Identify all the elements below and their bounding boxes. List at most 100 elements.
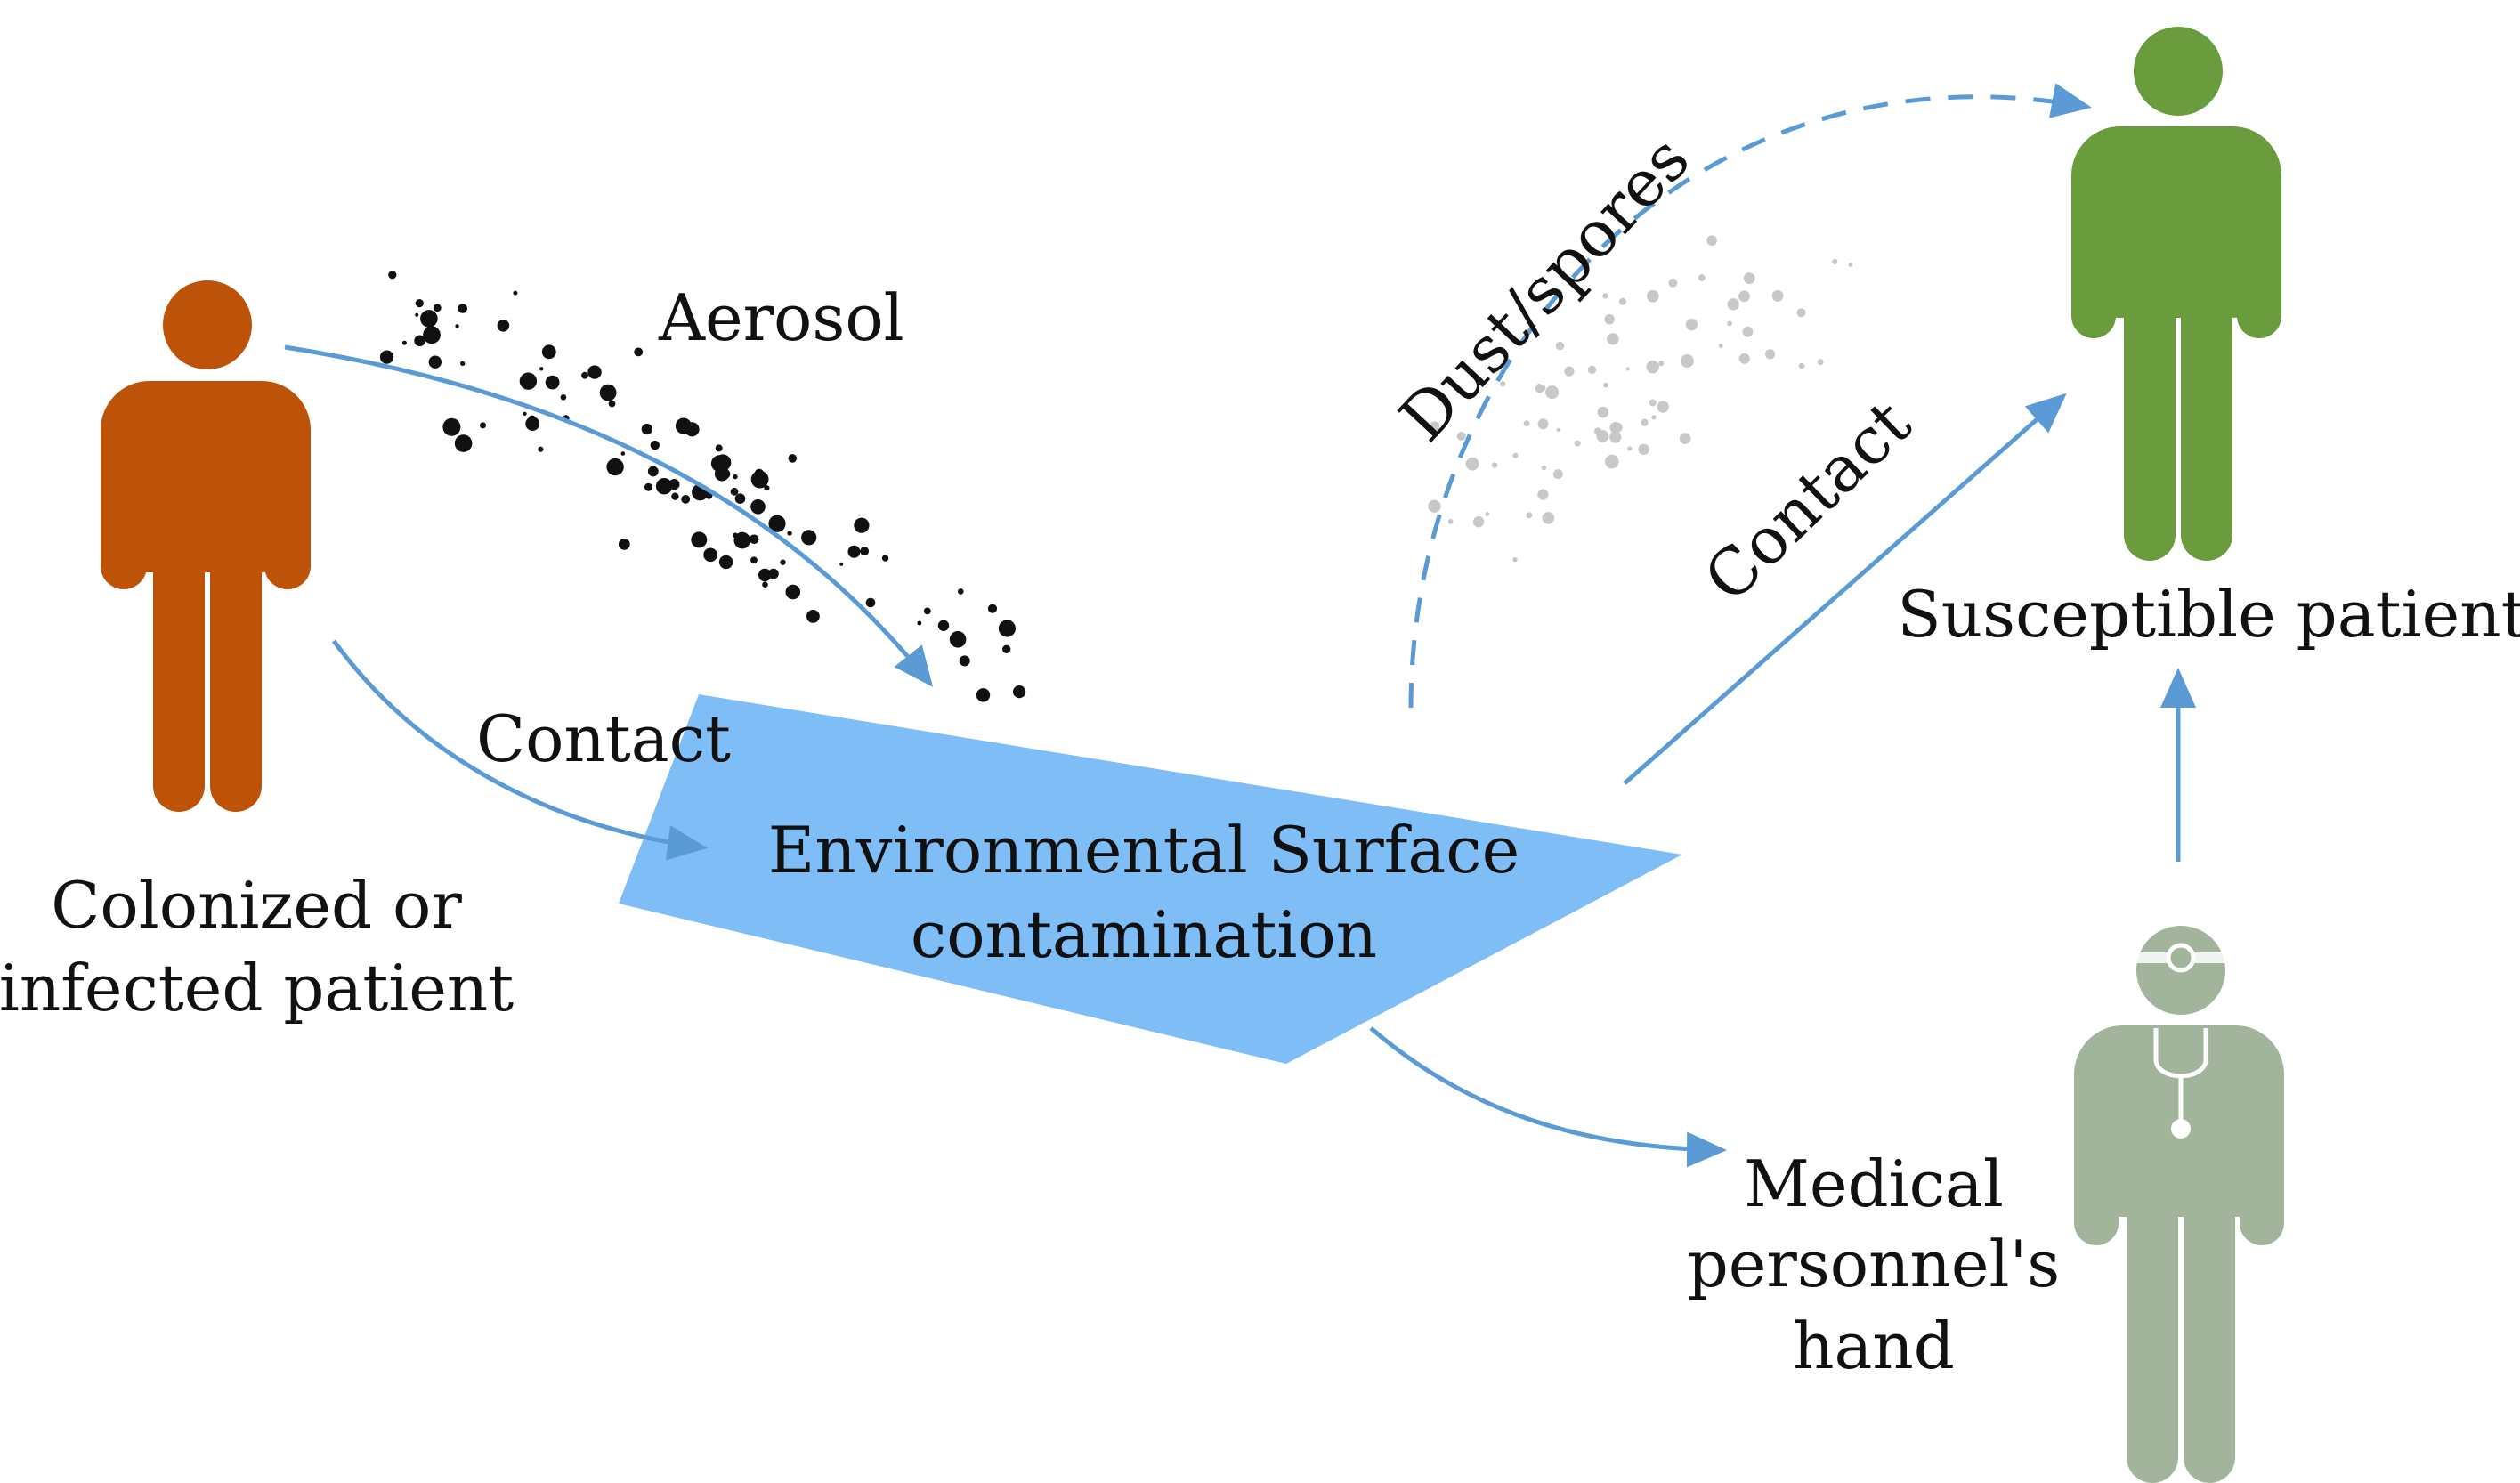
particle-dot <box>1765 349 1776 360</box>
particle-dot <box>587 365 602 379</box>
dust-spores-label: Dust/spores <box>1385 121 1704 455</box>
particle-dot <box>762 581 768 588</box>
particle-dot <box>691 531 708 548</box>
particle-dot <box>998 620 1016 637</box>
particle-dot <box>1646 289 1659 303</box>
particle-dot <box>1658 361 1665 367</box>
particle-dot <box>454 434 473 452</box>
contact-arrow-left <box>331 639 708 861</box>
particle-dot <box>718 555 733 570</box>
particle-dot <box>1738 290 1750 303</box>
particle-dot <box>750 556 758 564</box>
particle-dot <box>1657 401 1669 413</box>
particle-dot <box>599 384 617 401</box>
dust-spores-arrow <box>1408 83 2092 709</box>
particle-dot <box>715 444 723 452</box>
particle-dot <box>1540 385 1546 391</box>
particle-dot <box>1512 452 1519 458</box>
stethoscope-chest-piece-icon <box>2171 1119 2191 1139</box>
particle-dot <box>1617 425 1623 430</box>
particle-dot <box>923 607 931 615</box>
infected-patient-icon <box>101 280 311 812</box>
particle-dot <box>634 347 644 357</box>
particle-dot <box>714 454 732 471</box>
particle-dot <box>618 539 630 550</box>
particle-dot <box>1500 381 1506 387</box>
particle-dot <box>1698 274 1706 281</box>
environmental-surface-shape <box>619 694 1682 1064</box>
particle-dot <box>881 555 889 562</box>
particle-dot <box>1651 415 1657 420</box>
particle-dot <box>480 422 486 429</box>
particle-dot <box>433 304 442 312</box>
particle-dot <box>1771 289 1784 302</box>
particle-dot <box>1456 432 1466 441</box>
susceptible-patient-label: Susceptible patient <box>1897 577 2520 652</box>
particle-dot <box>987 604 998 613</box>
particle-dot <box>415 312 419 317</box>
particle-dot <box>1537 489 1549 500</box>
particle-dot <box>780 559 786 565</box>
particle-dot <box>655 478 673 495</box>
particle-dot <box>949 631 967 648</box>
particle-dot <box>734 493 746 504</box>
particle-dot <box>1428 499 1441 513</box>
particle-dot <box>958 588 964 595</box>
aerosol-arrow <box>284 344 934 687</box>
particle-dot <box>681 495 691 504</box>
particle-dot <box>1685 318 1698 331</box>
particle-dot <box>1537 418 1549 430</box>
infected-patient-label-line1: Colonized or <box>51 868 462 943</box>
particle-dot <box>1604 314 1615 325</box>
particle-dot <box>620 451 626 456</box>
particle-dot <box>1727 298 1739 311</box>
particle-dot <box>671 492 679 500</box>
particle-dot <box>538 446 544 452</box>
particle-dot <box>1523 420 1530 427</box>
particle-dot <box>733 474 738 480</box>
particle-dot <box>1564 366 1575 377</box>
particle-dot <box>720 469 731 479</box>
particle-dot <box>1607 333 1619 345</box>
surface-label-line2: contamination <box>911 897 1377 972</box>
particle-dot <box>758 568 772 582</box>
particle-dot <box>1718 344 1723 348</box>
particle-dot <box>754 468 765 478</box>
particle-dot <box>541 344 556 360</box>
particle-dot <box>528 415 536 423</box>
particle-dot <box>750 499 766 515</box>
medical-hand-label-line2: personnel's <box>1688 1227 2061 1301</box>
particle-dot <box>801 530 817 546</box>
particle-dot <box>788 454 798 463</box>
infected-patient-label-line2: infected patient <box>0 951 514 1025</box>
particle-dot <box>539 367 544 371</box>
particle-dot <box>865 597 876 608</box>
particle-dot <box>455 324 459 328</box>
particle-dot <box>1536 383 1542 389</box>
particle-dot <box>839 562 844 566</box>
particle-dot <box>1742 326 1754 337</box>
particle-dot <box>1727 320 1732 327</box>
particle-dot <box>937 620 950 631</box>
particle-dot <box>806 610 820 623</box>
particle-dot <box>1545 385 1560 400</box>
dust-spore-particles <box>1428 235 1853 563</box>
particle-dot <box>1738 353 1750 364</box>
particle-dot <box>379 350 394 364</box>
particle-dot <box>1465 457 1479 471</box>
surface-to-hand-arrow <box>1369 1026 1727 1168</box>
particle-dot <box>581 371 588 379</box>
particle-dot <box>641 424 652 435</box>
particle-dot <box>1574 440 1581 447</box>
particle-dot <box>1796 308 1806 318</box>
contact-label-right: Contact <box>1689 385 1924 616</box>
particle-dot <box>545 375 560 390</box>
particle-dot <box>847 545 861 558</box>
particle-dot <box>497 320 510 332</box>
particle-dot <box>917 620 922 626</box>
particle-dot <box>749 534 759 545</box>
particle-dot <box>519 372 538 390</box>
particle-dot <box>1556 428 1560 432</box>
particle-dot <box>1743 272 1755 284</box>
